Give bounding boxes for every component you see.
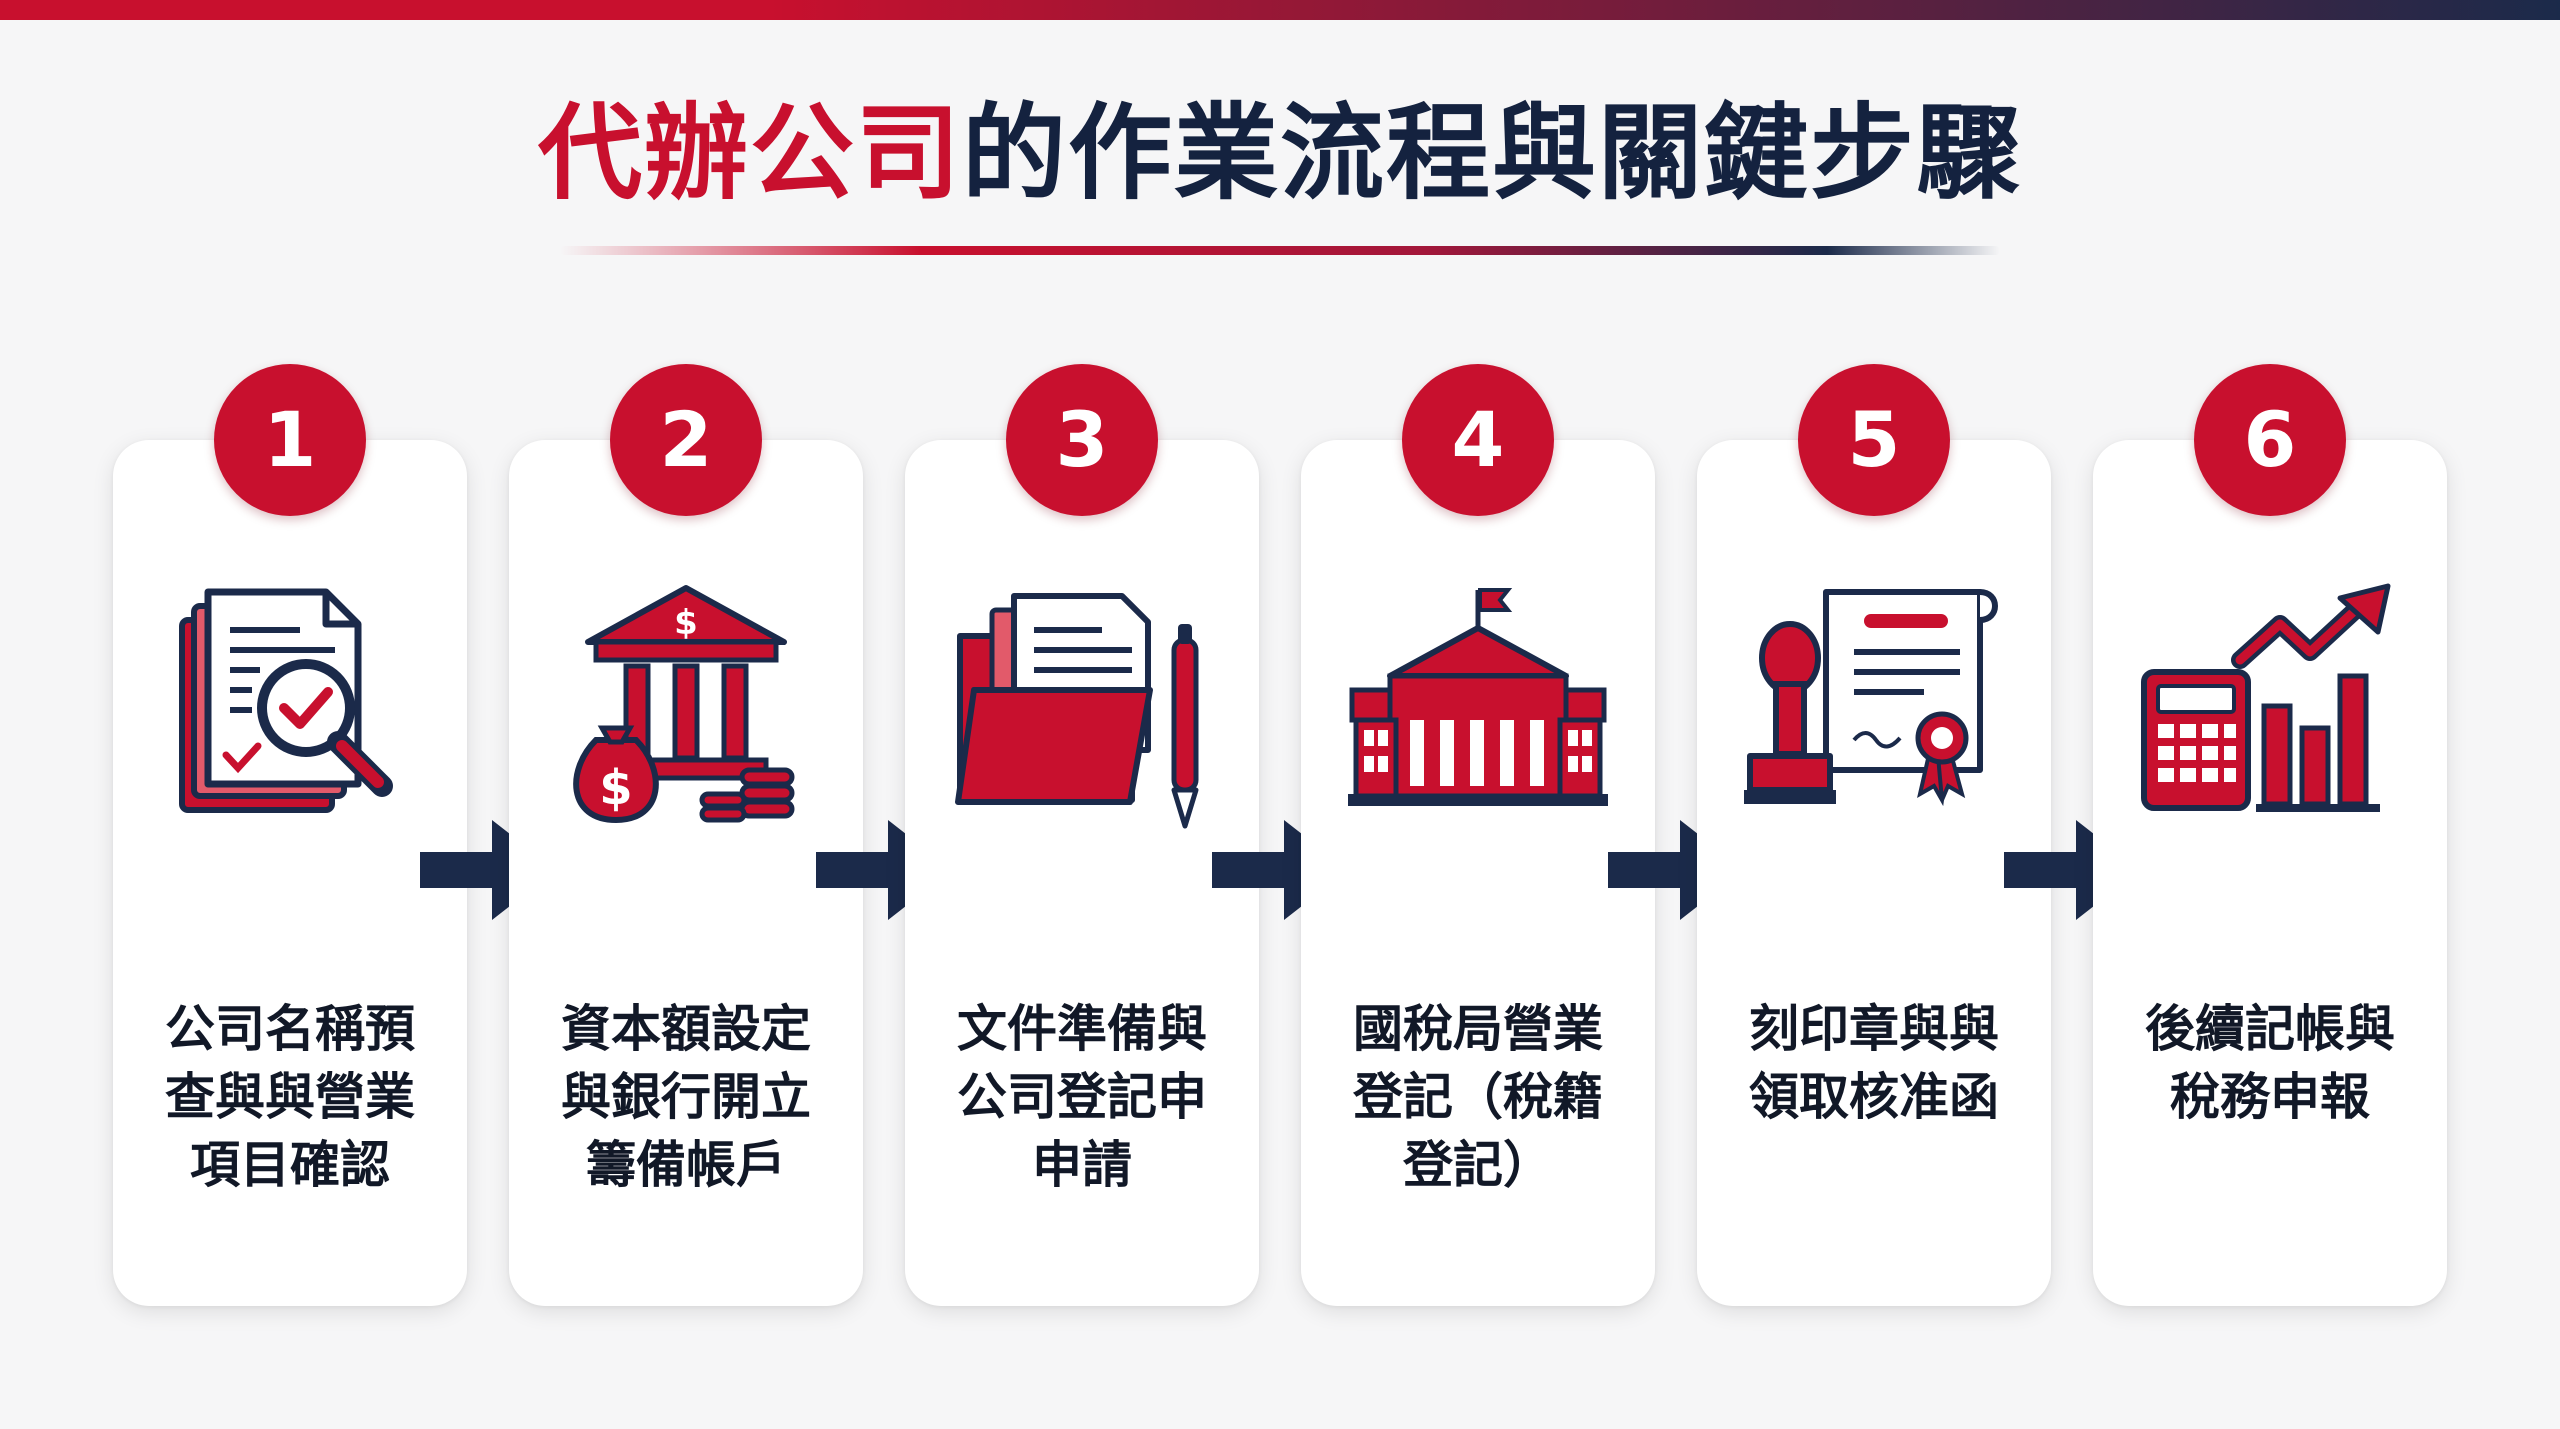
step-number-badge-3: 3 <box>1006 364 1158 516</box>
step-card-6 <box>2093 440 2447 1306</box>
step-label-2: 資本額設定 與銀行開立 籌備帳戶 <box>561 1000 811 1194</box>
step-label-3: 文件準備與 公司登記申 申請 <box>957 1000 1207 1194</box>
step-card-4 <box>1301 440 1655 1306</box>
step-card-3 <box>905 440 1259 1306</box>
step-card-2 <box>509 440 863 1306</box>
step-number-badge-5: 5 <box>1798 364 1950 516</box>
top-accent-bar <box>0 0 2560 20</box>
svg-text:$: $ <box>674 603 698 643</box>
step-number-badge-1: 1 <box>214 364 366 516</box>
folder-documents-icon <box>955 593 1199 829</box>
title-rest: 的作業流程與關鍵步驟 <box>962 92 2023 214</box>
title-accent: 代辦公司 <box>537 92 962 214</box>
document-search-icon <box>179 588 393 813</box>
page-title: 代辦公司的作業流程與關鍵步驟 <box>0 88 2560 218</box>
step-label-1: 公司名稱預 查與與營業 項目確認 <box>165 1000 415 1194</box>
step-label-4: 國稅局營業 登記（稅籍 登記） <box>1353 1000 1603 1194</box>
calculator-growth-icon <box>2141 583 2391 812</box>
stamp-certificate-icon <box>1744 589 1998 807</box>
government-building-icon <box>1348 588 1608 806</box>
svg-text:$: $ <box>599 760 632 816</box>
step-label-5: 刻印章與與 領取核准函 <box>1749 1000 1999 1126</box>
step-card-5 <box>1697 440 2051 1306</box>
bank-money-icon: $ $ <box>573 585 795 824</box>
step-number-badge-2: 2 <box>610 364 762 516</box>
title-underline <box>560 246 2000 255</box>
step-number-badge-4: 4 <box>1402 364 1554 516</box>
step-label-6: 後續記帳與 稅務申報 <box>2145 1000 2395 1126</box>
step-number-badge-6: 6 <box>2194 364 2346 516</box>
step-card-1 <box>113 440 467 1306</box>
